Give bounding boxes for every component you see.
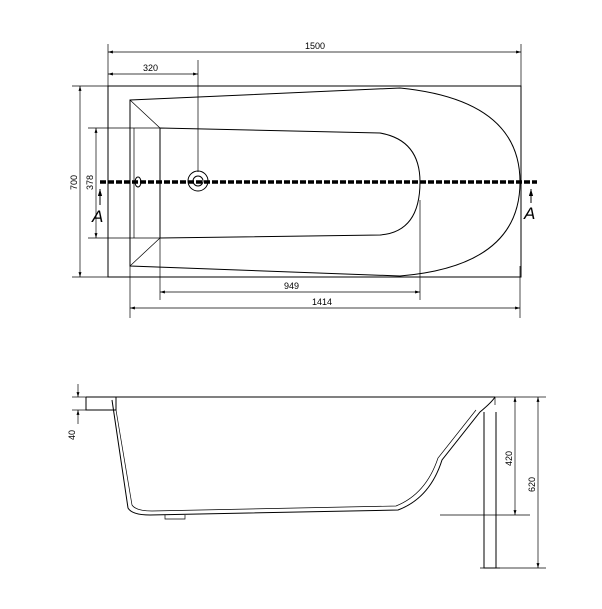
section-label-left: A (91, 207, 103, 226)
dim-label-949: 949 (284, 281, 299, 291)
dim-label-700: 700 (69, 175, 79, 190)
rim-left-block (85, 397, 117, 411)
dim-label-1500: 1500 (305, 41, 325, 51)
overflow-icon (134, 176, 142, 188)
dim-label-1414: 1414 (312, 297, 332, 307)
tub-side-inner-profile (115, 409, 477, 512)
support-leg (483, 412, 497, 569)
dim-label-320: 320 (143, 63, 158, 73)
tub-side-profile (111, 396, 496, 516)
top-view: A A 1500 320 700 378 949 1414 (69, 41, 537, 318)
tub-foot (164, 515, 186, 520)
side-view: 40 420 620 (67, 384, 546, 569)
dim-label-40: 40 (67, 430, 77, 440)
dim-label-378: 378 (85, 175, 95, 190)
section-label-right: A (523, 204, 535, 223)
dim-label-620: 620 (527, 477, 537, 492)
dim-label-420: 420 (504, 451, 514, 466)
